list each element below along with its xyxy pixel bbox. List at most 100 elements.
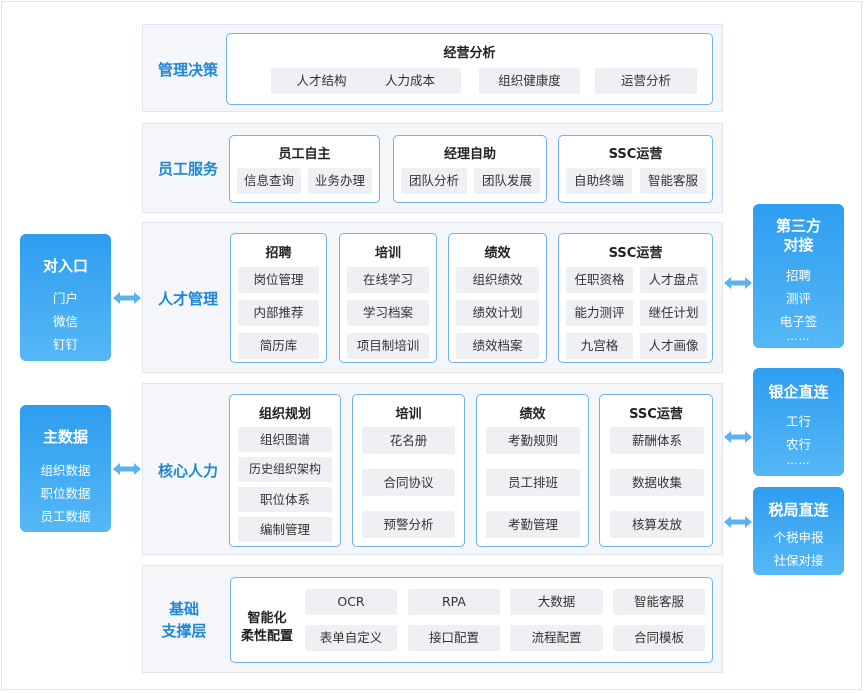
item-ocr: OCR — [305, 589, 397, 615]
box-title: 经营分析 — [443, 46, 496, 61]
side-item: 电子签 — [779, 314, 818, 329]
row-label-service: 员工服务 — [157, 160, 218, 178]
side-item: 门户 — [52, 291, 78, 306]
side-item: 组织数据 — [40, 463, 91, 478]
side-item: 员工数据 — [40, 509, 91, 524]
item-data-collection: 数据收集 — [610, 469, 704, 496]
side-item: 钉钉 — [52, 337, 78, 352]
row-label-base-1: 基础 — [168, 600, 199, 618]
item-process-config: 流程配置 — [510, 625, 603, 651]
row-base-support: 基础 支撑层 智能化 柔性配置 OCR RPA 大数据 智能客服 表单自定义 接… — [142, 565, 723, 673]
box-title: SSC运营 — [608, 147, 663, 162]
item-talent-structure: 人才结构 — [271, 68, 372, 94]
item-learning-archive: 学习档案 — [347, 300, 429, 326]
double-arrow-icon — [723, 515, 753, 529]
box-title: 经理自助 — [443, 147, 496, 162]
side-master-data: 主数据 组织数据 职位数据 员工数据 — [20, 405, 111, 532]
item-position-mgmt: 岗位管理 — [238, 267, 319, 293]
side-title: 主数据 — [42, 428, 88, 446]
double-arrow-icon — [723, 276, 753, 290]
side-tax-direct: 税局直连 个税申报 社保对接 — [753, 487, 844, 575]
row-management-decision: 管理决策 经营分析 人才结构 人力成本 组织健康度 运营分析 — [142, 24, 723, 112]
side-item: 个税申报 — [773, 530, 824, 545]
row-talent-management: 人才管理 招聘 岗位管理 内部推荐 简历库 培训 在线学习 学习档案 项目制培训… — [142, 222, 723, 373]
item-qualification: 任职资格 — [566, 267, 633, 293]
row-employee-service: 员工服务 员工自主 信息查询 业务办理 经理自助 团队分析 团队发展 SSC运营… — [142, 123, 723, 213]
box-title: 绩效 — [484, 246, 511, 261]
side-item: …… — [786, 330, 811, 343]
side-item: 社保对接 — [773, 553, 824, 568]
item-online-learning: 在线学习 — [347, 267, 429, 293]
item-form-custom: 表单自定义 — [305, 625, 397, 651]
side-item: 招聘 — [785, 268, 811, 283]
box-ssc-ops-service: SSC运营 自助终端 智能客服 — [558, 135, 713, 203]
item-contract: 合同协议 — [362, 469, 455, 496]
item-performance-plan: 绩效计划 — [456, 300, 539, 326]
item-team-development: 团队发展 — [474, 168, 540, 194]
item-alert-analysis: 预警分析 — [362, 511, 455, 538]
item-ability-assessment: 能力测评 — [566, 300, 633, 326]
item-headcount-mgmt: 编制管理 — [238, 517, 332, 542]
box-recruitment: 招聘 岗位管理 内部推荐 简历库 — [230, 233, 327, 363]
item-business-handling: 业务办理 — [308, 168, 372, 194]
row-label-core: 核心人力 — [157, 462, 218, 480]
box-core-training: 培训 花名册 合同协议 预警分析 — [352, 394, 465, 547]
item-nine-box: 九宫格 — [566, 333, 633, 359]
item-interface-config: 接口配置 — [408, 625, 500, 651]
side-title: 税局直连 — [768, 501, 829, 519]
item-resume-bank: 简历库 — [238, 333, 319, 359]
side-title: 银企直连 — [768, 383, 829, 401]
side-item: 农行 — [785, 437, 811, 452]
side-entry: 对入口 门户 微信 钉钉 — [20, 234, 111, 361]
item-salary-system: 薪酬体系 — [610, 427, 704, 454]
item-succession-plan: 继任计划 — [640, 300, 707, 326]
item-team-analysis: 团队分析 — [401, 168, 467, 194]
box-title: 绩效 — [519, 407, 546, 422]
box-title: SSC运营 — [608, 246, 663, 261]
item-attendance-mgmt: 考勤管理 — [486, 511, 580, 538]
item-roster: 花名册 — [362, 427, 455, 454]
item-ops-analysis: 运营分析 — [595, 68, 697, 94]
box-self-service: 员工自主 信息查询 业务办理 — [229, 135, 380, 203]
double-arrow-icon — [112, 462, 142, 476]
box-title: SSC运营 — [629, 407, 683, 422]
item-org-map: 组织图谱 — [238, 427, 332, 452]
box-flexible-config: 智能化 柔性配置 OCR RPA 大数据 智能客服 表单自定义 接口配置 流程配… — [230, 577, 713, 663]
item-talent-portrait: 人才画像 — [640, 333, 707, 359]
item-org-history: 历史组织架构 — [238, 457, 332, 482]
box-title: 培训 — [374, 246, 401, 261]
item-performance-archive: 绩效档案 — [456, 333, 539, 359]
side-item: 工行 — [785, 414, 811, 429]
row-label-talent: 人才管理 — [157, 290, 218, 308]
side-bank-direct: 银企直连 工行 农行 …… — [753, 368, 844, 476]
box-title: 培训 — [395, 407, 422, 422]
item-info-query: 信息查询 — [237, 168, 301, 194]
box-title: 招聘 — [265, 246, 292, 261]
box-title: 组织规划 — [258, 407, 311, 422]
side-third-party: 第三方 对接 招聘 测评 电子签 …… — [753, 204, 844, 348]
double-arrow-icon — [112, 291, 142, 305]
item-smart-support-base: 智能客服 — [613, 589, 705, 615]
box-training: 培训 在线学习 学习档案 项目制培训 — [339, 233, 437, 363]
side-title: 对接 — [783, 236, 814, 254]
side-item: 职位数据 — [40, 486, 91, 501]
side-item: 测评 — [785, 291, 811, 306]
item-payroll: 核算发放 — [610, 511, 704, 538]
item-contract-template: 合同模板 — [613, 625, 705, 651]
row-core-hr: 核心人力 组织规划 组织图谱 历史组织架构 职位体系 编制管理 培训 花名册 合… — [142, 383, 723, 555]
box-core-performance: 绩效 考勤规则 员工排班 考勤管理 — [476, 394, 589, 547]
item-talent-review: 人才盘点 — [640, 267, 707, 293]
box-core-ssc: SSC运营 薪酬体系 数据收集 核算发放 — [599, 394, 713, 547]
item-org-performance: 组织绩效 — [456, 267, 539, 293]
item-self-terminal: 自助终端 — [566, 168, 632, 194]
item-position-system: 职位体系 — [238, 487, 332, 512]
side-title: 第三方 — [775, 217, 821, 235]
side-item: 微信 — [52, 314, 78, 329]
config-label-1: 智能化 — [247, 611, 287, 626]
box-org-planning: 组织规划 组织图谱 历史组织架构 职位体系 编制管理 — [229, 394, 341, 547]
double-arrow-icon — [723, 430, 753, 444]
item-smart-support: 智能客服 — [640, 168, 706, 194]
item-org-health: 组织健康度 — [479, 68, 580, 94]
item-rpa: RPA — [408, 589, 500, 615]
